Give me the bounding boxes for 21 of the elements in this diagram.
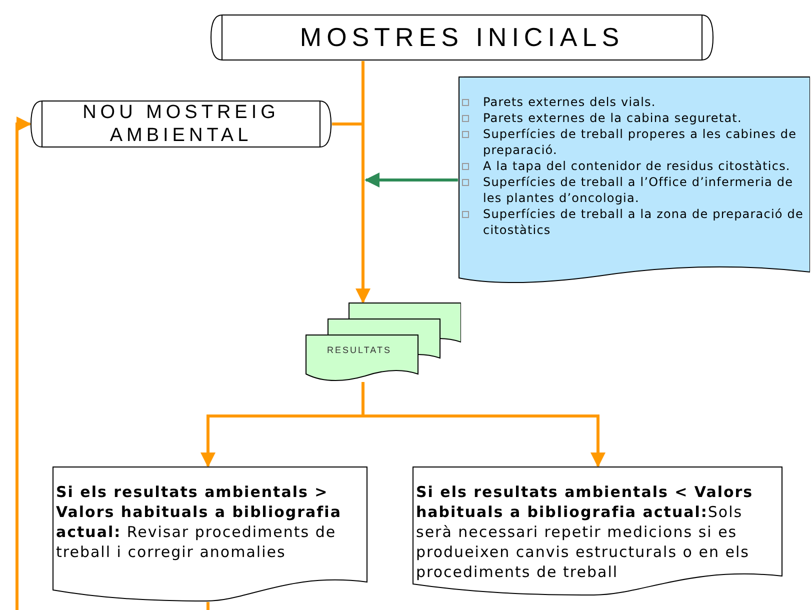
document-shape <box>52 466 368 602</box>
list-item: Superfícies de treball a l’Office d’infermeria de les plantes d’oncologia. <box>483 174 794 206</box>
connector-arrow <box>362 382 606 468</box>
list-item: Superfícies de treball properes a les cabines de preparació. <box>483 126 798 158</box>
list-item: A la tapa del contenidor de residus citostàtics. <box>483 158 790 174</box>
document-text: Si els resultats ambientals > Valors habituals a bibliografia actual: Revisar procediments de treball i corregir anomalies <box>55 482 342 562</box>
list-item: Parets externes de la cabina seguretat. <box>483 110 742 126</box>
multi-document-shape <box>305 302 461 382</box>
terminator-shape <box>30 100 332 148</box>
document-text: Si els resultats ambientals < Valors habituals a bibliografia actual:Sols serà necessari repetir medicions si es produeixen canvis estructurals o en els procediments de treball <box>415 482 754 582</box>
document-label: RESULTATS <box>327 344 392 357</box>
list-item: Parets externes dels vials. <box>483 94 656 110</box>
connector-arrow <box>356 61 370 304</box>
note-document <box>458 76 810 286</box>
connector-arrow <box>364 172 458 188</box>
list-item: Superfícies de treball a la zona de preparació de citostàtics <box>483 206 804 238</box>
document-shape <box>412 466 783 596</box>
terminator-label: NOU MOSTREIG AMBIENTAL <box>82 101 280 147</box>
connector-arrow <box>16 116 32 610</box>
terminator-shape <box>210 14 714 61</box>
terminator-label: MOSTRES INICIALS <box>300 21 624 54</box>
